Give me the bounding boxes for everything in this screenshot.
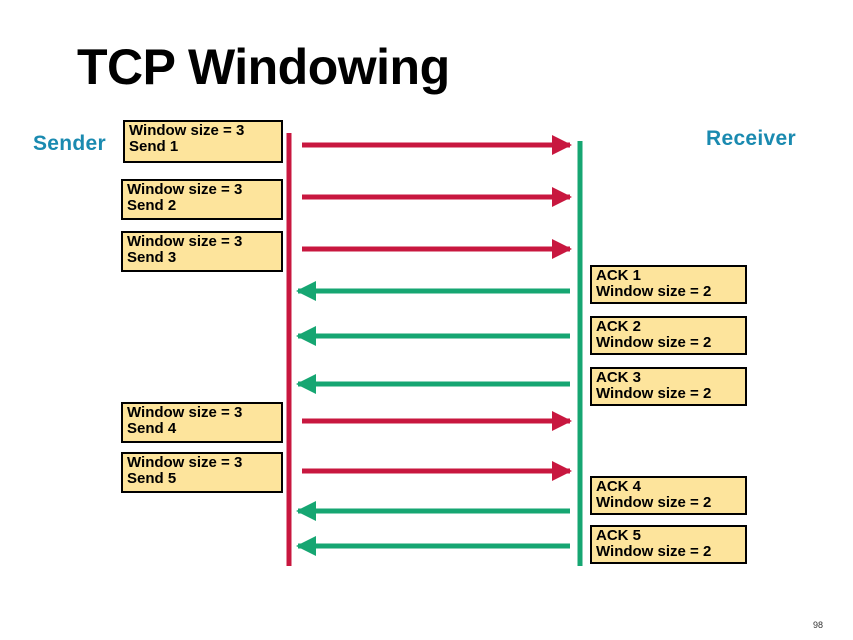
message-line-2: Window size = 2: [596, 543, 712, 560]
message-line-1: ACK 3: [596, 369, 642, 386]
message-line-1: Window size = 3: [127, 181, 243, 198]
message-line-2: Send 2: [127, 197, 177, 214]
message-line-2: Send 3: [127, 249, 177, 266]
message-line-2: Window size = 2: [596, 385, 712, 402]
message-line-2: Send 4: [127, 420, 177, 437]
message-line-1: ACK 2: [596, 318, 642, 335]
receiver-message-box: ACK 1 Window size = 2: [590, 265, 747, 304]
receiver-message-box: ACK 3 Window size = 2: [590, 367, 747, 406]
message-line-2: Window size = 2: [596, 283, 712, 300]
receiver-message-box: ACK 4 Window size = 2: [590, 476, 747, 515]
sender-message-box: Window size = 3 Send 2: [121, 179, 283, 220]
message-line-1: ACK 5: [596, 527, 642, 544]
sender-message-box: Window size = 3 Send 5: [121, 452, 283, 493]
message-line-1: Window size = 3: [127, 233, 243, 250]
message-line-1: Window size = 3: [127, 404, 243, 421]
message-line-1: Window size = 3: [129, 122, 245, 139]
page-number: 98: [812, 620, 823, 630]
sender-message-box: Window size = 3 Send 3: [121, 231, 283, 272]
message-line-1: Window size = 3: [127, 454, 243, 471]
page-title: TCP Windowing: [77, 39, 450, 95]
message-line-2: Send 1: [129, 138, 179, 155]
receiver-label: Receiver: [706, 127, 796, 150]
receiver-message-box: ACK 2 Window size = 2: [590, 316, 747, 355]
sender-message-box: Window size = 3 Send 4: [121, 402, 283, 443]
message-line-2: Window size = 2: [596, 334, 712, 351]
message-line-1: ACK 4: [596, 478, 642, 495]
message-line-2: Send 5: [127, 470, 177, 487]
message-line-2: Window size = 2: [596, 494, 712, 511]
receiver-message-box: ACK 5 Window size = 2: [590, 525, 747, 564]
message-line-1: ACK 1: [596, 267, 642, 284]
sender-message-box: Window size = 3 Send 1: [123, 120, 283, 163]
sender-label: Sender: [33, 132, 106, 155]
